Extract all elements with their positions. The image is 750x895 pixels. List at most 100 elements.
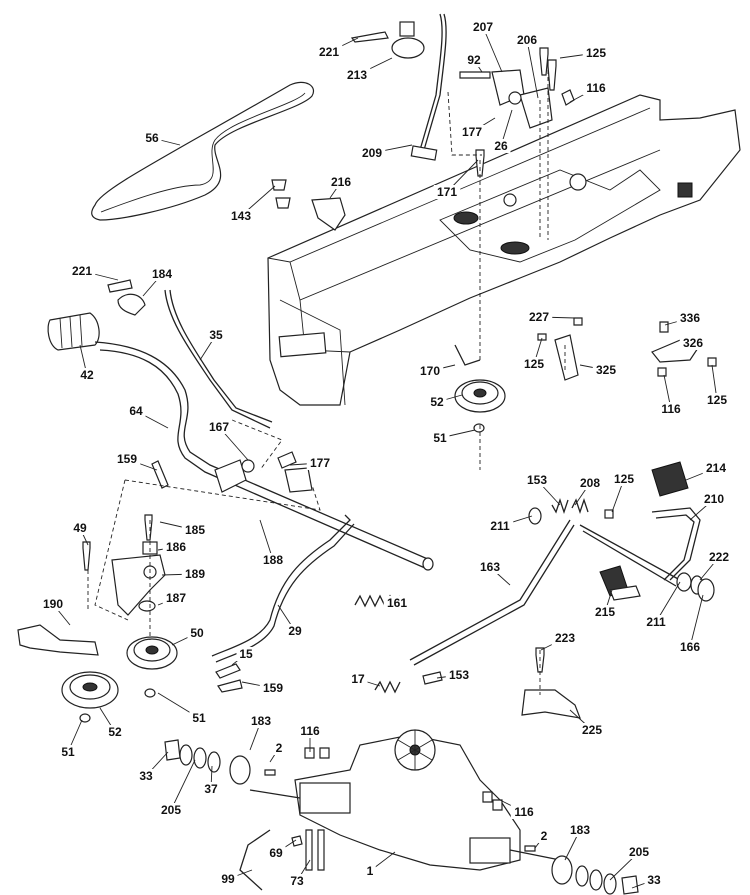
part-number-label: 52 (430, 395, 444, 409)
label-backdrop (582, 81, 610, 95)
callout-p161: 161 (383, 596, 411, 610)
part-number-label: 1 (367, 864, 374, 878)
label-backdrop (296, 724, 324, 738)
part-number-label: 215 (595, 605, 615, 619)
pin-15-159 (215, 663, 243, 693)
idler-arm-189 (82, 514, 166, 616)
bracket-167-177 (214, 451, 313, 493)
label-backdrop (513, 33, 541, 47)
callout-p163: 163 (476, 560, 511, 586)
part-number-label: 326 (683, 336, 703, 350)
part-number-label: 167 (209, 420, 229, 434)
callout-p26: 26 (491, 109, 513, 153)
callout-p223: 223 (540, 631, 579, 651)
callout-p51b: 51 (157, 692, 209, 725)
callout-p52a: 52 (427, 394, 463, 409)
callout-p205b: 205 (609, 845, 653, 881)
part-number-label: 50 (190, 626, 204, 640)
label-backdrop (218, 872, 238, 886)
part-number-label: 51 (433, 431, 447, 445)
label-backdrop (523, 473, 551, 487)
part-number-label: 153 (449, 668, 469, 682)
part-number-label: 125 (524, 357, 544, 371)
label-backdrop (181, 523, 209, 537)
callout-p2a: 2 (269, 741, 285, 763)
pin-159 (151, 460, 169, 489)
callout-p186: 186 (157, 540, 190, 554)
bracket-207-206 (459, 69, 553, 129)
callout-p125b: 125 (520, 337, 548, 371)
part-number-label: 222 (709, 550, 729, 564)
label-backdrop (427, 395, 447, 409)
part-number-label: 325 (596, 363, 616, 377)
label-backdrop (77, 368, 97, 382)
spring-17-153 (374, 671, 443, 694)
callout-p159b: 159 (241, 681, 287, 695)
pulley-52-center (454, 344, 506, 433)
label-backdrop (676, 640, 704, 654)
callout-p56: 56 (142, 131, 181, 146)
callout-p125d: 125 (610, 472, 638, 513)
part-number-label: 208 (580, 476, 600, 490)
callout-p187: 187 (157, 591, 190, 606)
part-number-label: 207 (473, 20, 493, 34)
part-number-label: 35 (209, 328, 223, 342)
label-backdrop (551, 631, 579, 645)
callout-p33b: 33 (631, 873, 664, 889)
callout-p92: 92 (464, 53, 484, 73)
part-number-label: 205 (161, 803, 181, 817)
label-backdrop (187, 626, 207, 640)
label-backdrop (642, 615, 670, 629)
part-number-label: 51 (192, 711, 206, 725)
callout-p167: 167 (205, 420, 249, 461)
callout-p2b: 2 (534, 829, 550, 849)
grip-42 (47, 312, 100, 351)
callout-p33a: 33 (136, 751, 169, 783)
callout-p116d: 116 (499, 799, 538, 819)
callout-p50: 50 (171, 626, 207, 646)
part-number-label: 190 (43, 597, 63, 611)
callout-p125a: 125 (559, 46, 610, 60)
callout-p159a: 159 (113, 452, 158, 471)
springs-153-208 (551, 497, 614, 519)
axle-washers-left (164, 739, 251, 785)
label-backdrop (525, 310, 553, 324)
label-backdrop (162, 591, 190, 605)
part-number-label: 223 (555, 631, 575, 645)
part-number-label: 166 (680, 640, 700, 654)
pulley-52-left (61, 671, 119, 723)
callout-p153a: 153 (523, 473, 561, 506)
label-backdrop (469, 20, 497, 34)
callout-p183a: 183 (247, 714, 275, 751)
part-number-label: 69 (269, 846, 283, 860)
rod-163 (409, 519, 575, 666)
part-number-label: 214 (706, 461, 726, 475)
label-backdrop (476, 560, 504, 574)
callout-p205a: 205 (157, 759, 196, 817)
part-number-label: 125 (586, 46, 606, 60)
pulley-50 (126, 636, 178, 670)
label-backdrop (358, 146, 386, 160)
callout-p37: 37 (201, 765, 221, 796)
callout-p209: 209 (358, 144, 413, 160)
part-number-label: 221 (319, 45, 339, 59)
part-number-label: 26 (494, 139, 508, 153)
label-backdrop (315, 45, 343, 59)
part-number-label: 2 (541, 829, 548, 843)
callout-p206: 206 (513, 33, 541, 99)
callout-p189: 189 (161, 567, 209, 581)
label-backdrop (247, 714, 275, 728)
callout-p326: 326 (679, 336, 707, 350)
part-number-label: 49 (73, 521, 87, 535)
label-backdrop (327, 175, 355, 189)
label-backdrop (491, 139, 511, 153)
part-number-label: 159 (117, 452, 137, 466)
callout-p171: 171 (433, 159, 479, 199)
part-number-label: 211 (490, 519, 510, 533)
label-backdrop (445, 668, 473, 682)
callout-p49: 49 (70, 521, 90, 546)
part-number-label: 185 (185, 523, 205, 537)
callout-p188: 188 (259, 519, 287, 567)
